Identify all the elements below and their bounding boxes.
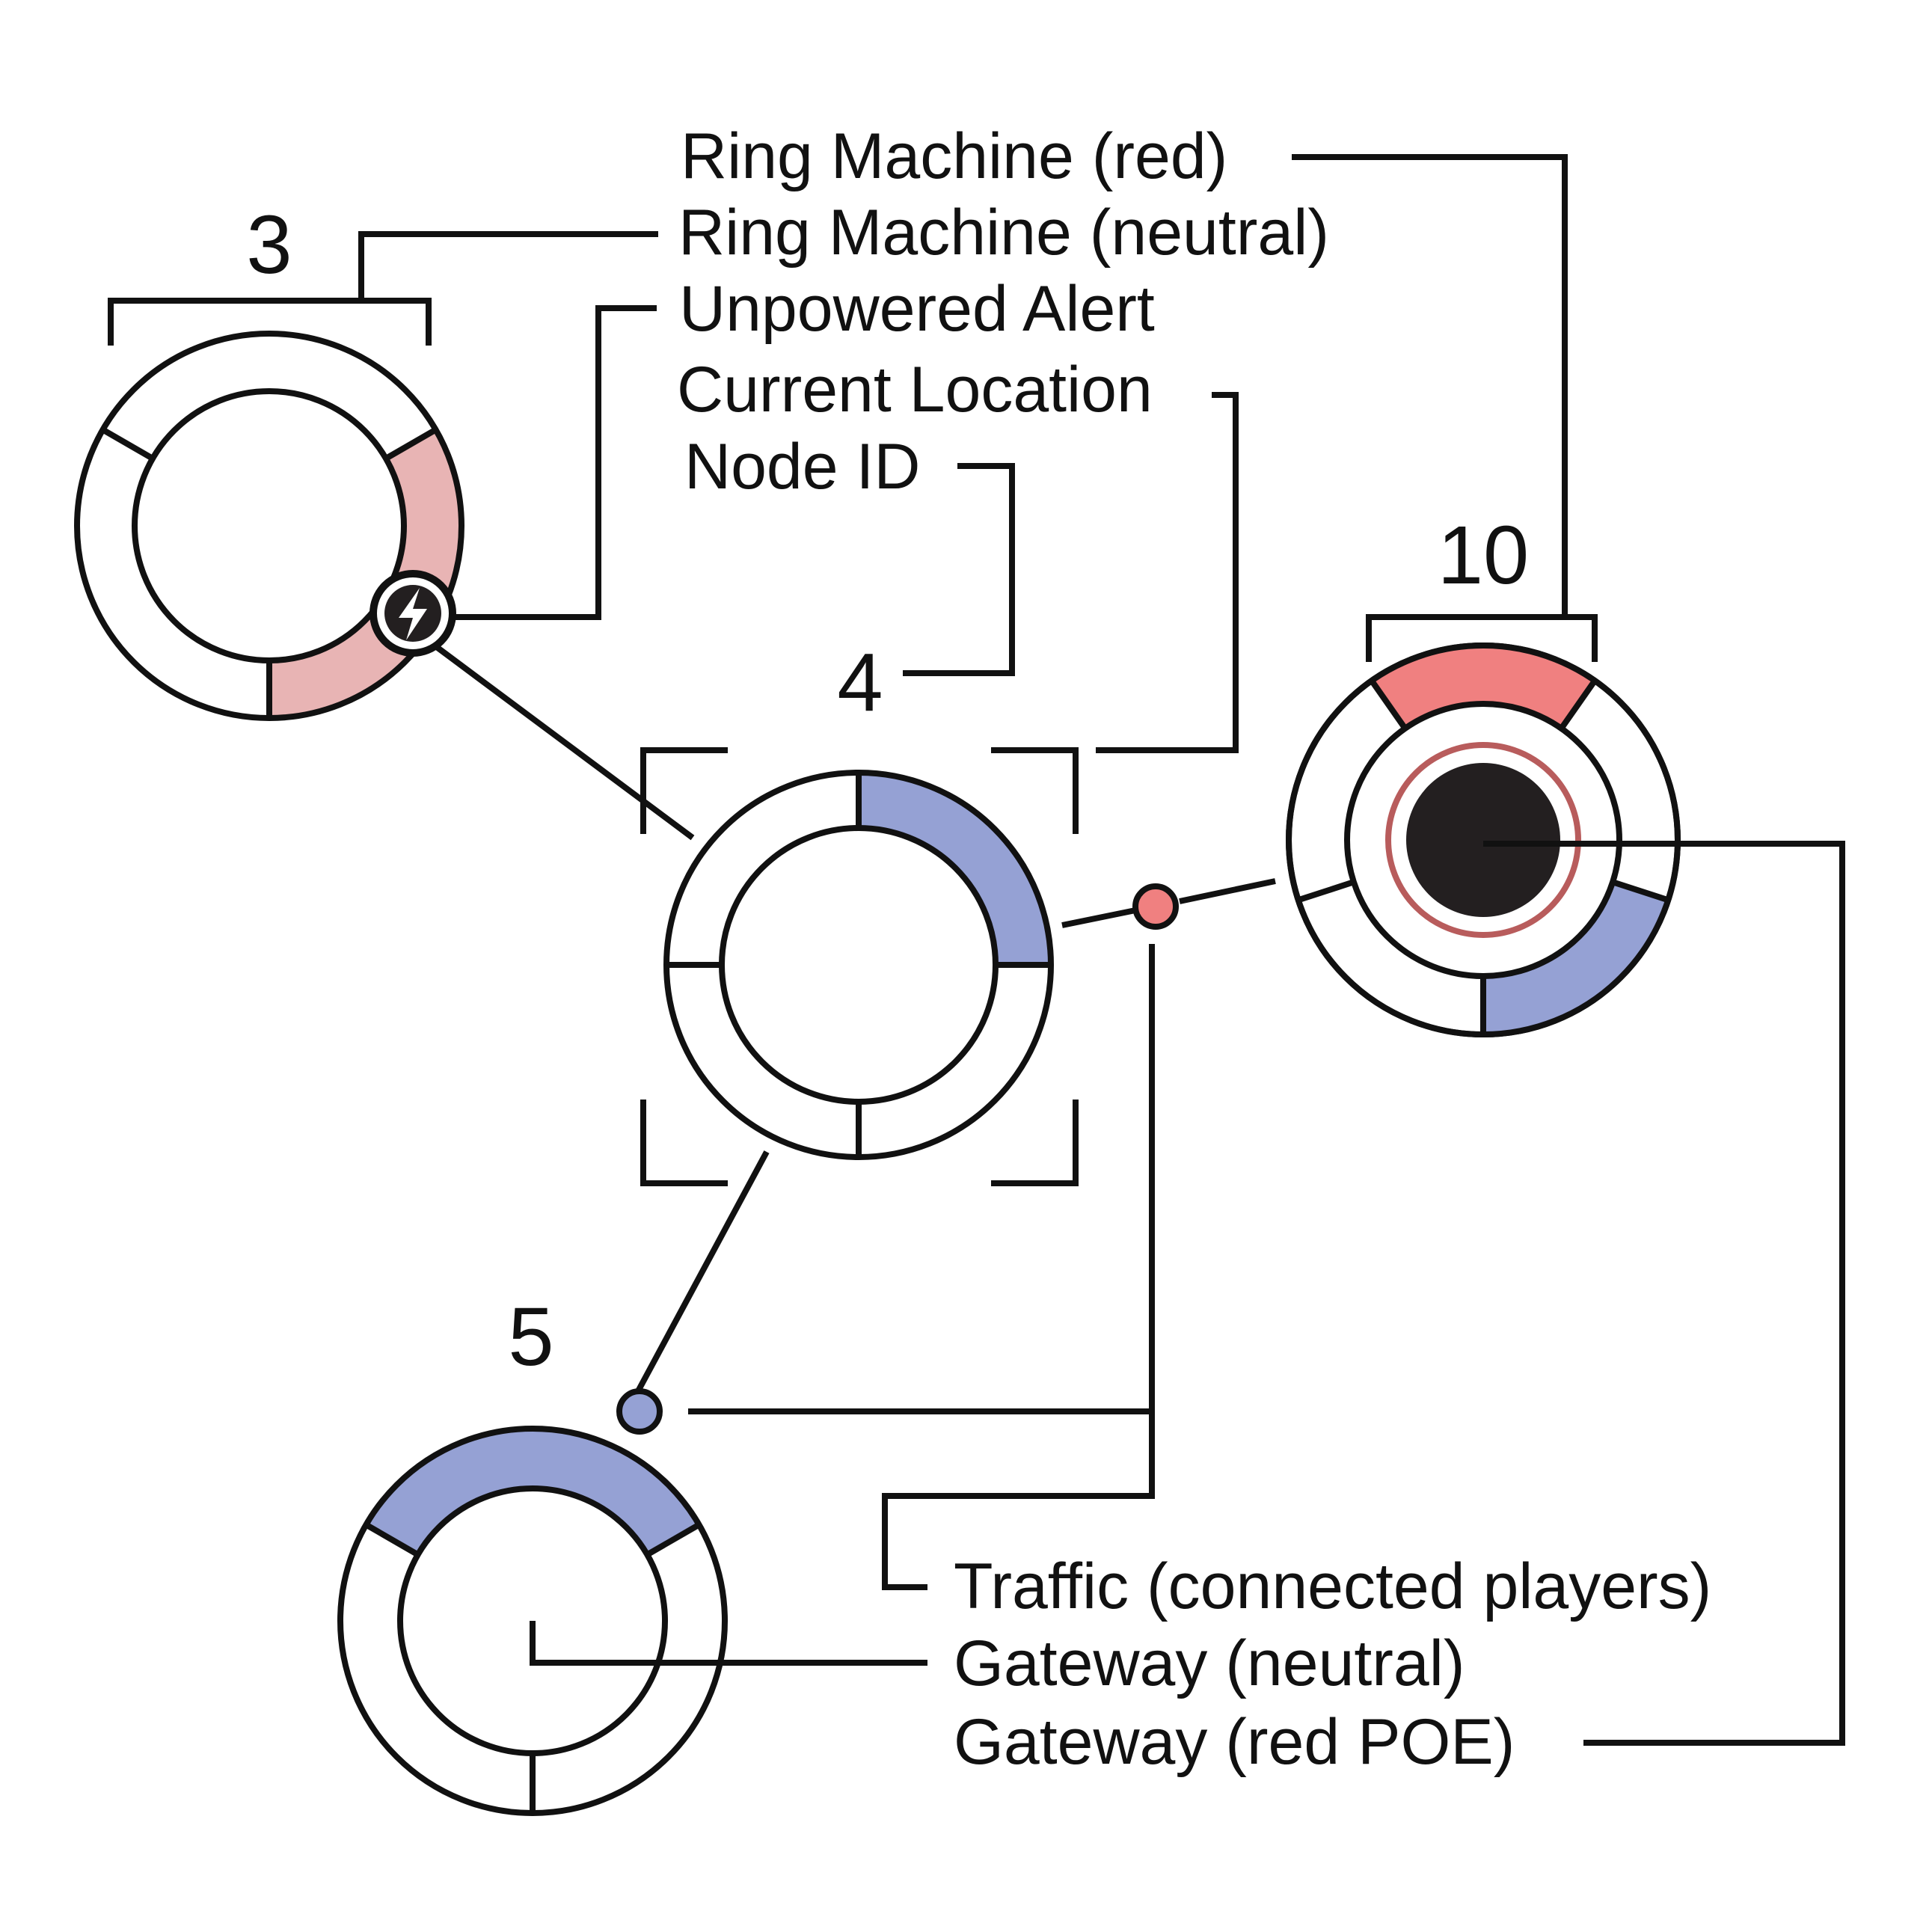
label-gateway-neutral: Gateway (neutral) <box>954 1628 1465 1699</box>
node-3-id: 3 <box>246 199 292 291</box>
node-3-id-bracket <box>108 298 432 346</box>
lightning-bolt-icon <box>399 588 427 640</box>
leader-gateway-neutral <box>530 1621 927 1666</box>
edge-4-to-10-left <box>1061 907 1136 928</box>
node-10-red-segment <box>1371 645 1595 729</box>
location-bracket-top-left <box>640 747 728 834</box>
label-traffic: Traffic (connected players) <box>954 1551 1711 1622</box>
node-10-gateway-red-poe <box>1344 701 1622 979</box>
traffic-dot-blue[interactable] <box>616 1388 663 1435</box>
n10-divs-divider-0 <box>1369 678 1408 731</box>
n10-divs-divider-1 <box>1559 678 1598 731</box>
node-10-gateway-core <box>1406 763 1560 917</box>
edge-4-to-10-right <box>1179 878 1276 904</box>
edge-3-to-4 <box>429 640 695 841</box>
node-10-id: 10 <box>1438 509 1529 601</box>
leader-unpowered-alert <box>455 305 657 620</box>
node-10-dividers <box>1297 678 1669 1034</box>
label-unpowered-alert: Unpowered Alert <box>679 273 1155 345</box>
edge-4-to-5 <box>635 1150 770 1393</box>
n10-divs-divider-2 <box>1611 879 1669 904</box>
node-4-current-location[interactable] <box>640 747 1079 1186</box>
leader-ring-machine-neutral <box>358 231 658 301</box>
n10-divs-divider-4 <box>1297 879 1355 904</box>
location-bracket-bottom-left <box>640 1100 728 1186</box>
label-ring-machine-neutral: Ring Machine (neutral) <box>678 197 1329 269</box>
node-5-blue-segment <box>366 1429 699 1555</box>
node-3-inner-ring <box>132 388 407 663</box>
n5-divs-divider-0 <box>364 1522 420 1557</box>
unpowered-alert-badge[interactable] <box>369 570 456 657</box>
node-3-dividers <box>101 427 438 718</box>
leader-traffic <box>882 944 1155 1590</box>
label-node-id: Node ID <box>684 431 921 503</box>
n3-divs-divider-0 <box>101 427 155 461</box>
node-10-blue-segment <box>1483 882 1669 1034</box>
node-4-inner-ring <box>719 825 999 1105</box>
node-10-gateway-inner-ring <box>1385 742 1581 938</box>
label-gateway-red-poe: Gateway (red POE) <box>954 1706 1515 1778</box>
node-5-dividers <box>364 1522 701 1813</box>
traffic-dot-red[interactable] <box>1132 883 1179 930</box>
node-10-ring-machine-red[interactable] <box>1286 643 1681 1037</box>
node-4-dividers <box>666 773 1051 1157</box>
node-4-id: 4 <box>837 637 883 729</box>
leader-node-id <box>903 463 1015 676</box>
leader-gateway-red-poe <box>1483 841 1845 1746</box>
location-bracket-top-right <box>991 747 1079 834</box>
node-4-blue-segment <box>859 773 1051 965</box>
label-ring-machine-red: Ring Machine (red) <box>681 120 1227 192</box>
node-3-ring-machine-neutral[interactable] <box>74 331 464 721</box>
node-5-id: 5 <box>508 1291 553 1383</box>
n3-divs-divider-1 <box>384 427 438 461</box>
location-bracket-bottom-right <box>991 1100 1079 1186</box>
leader-ring-machine-red <box>1292 154 1568 617</box>
node-3-red-segment <box>269 429 462 718</box>
n5-divs-divider-1 <box>645 1522 701 1557</box>
node-10-id-bracket <box>1366 614 1598 662</box>
label-current-location: Current Location <box>677 354 1153 426</box>
node-5-gateway-neutral[interactable] <box>337 1426 728 1816</box>
edges <box>429 640 1276 1393</box>
leader-current-location <box>1096 392 1239 753</box>
leader-lines <box>358 154 1845 1746</box>
